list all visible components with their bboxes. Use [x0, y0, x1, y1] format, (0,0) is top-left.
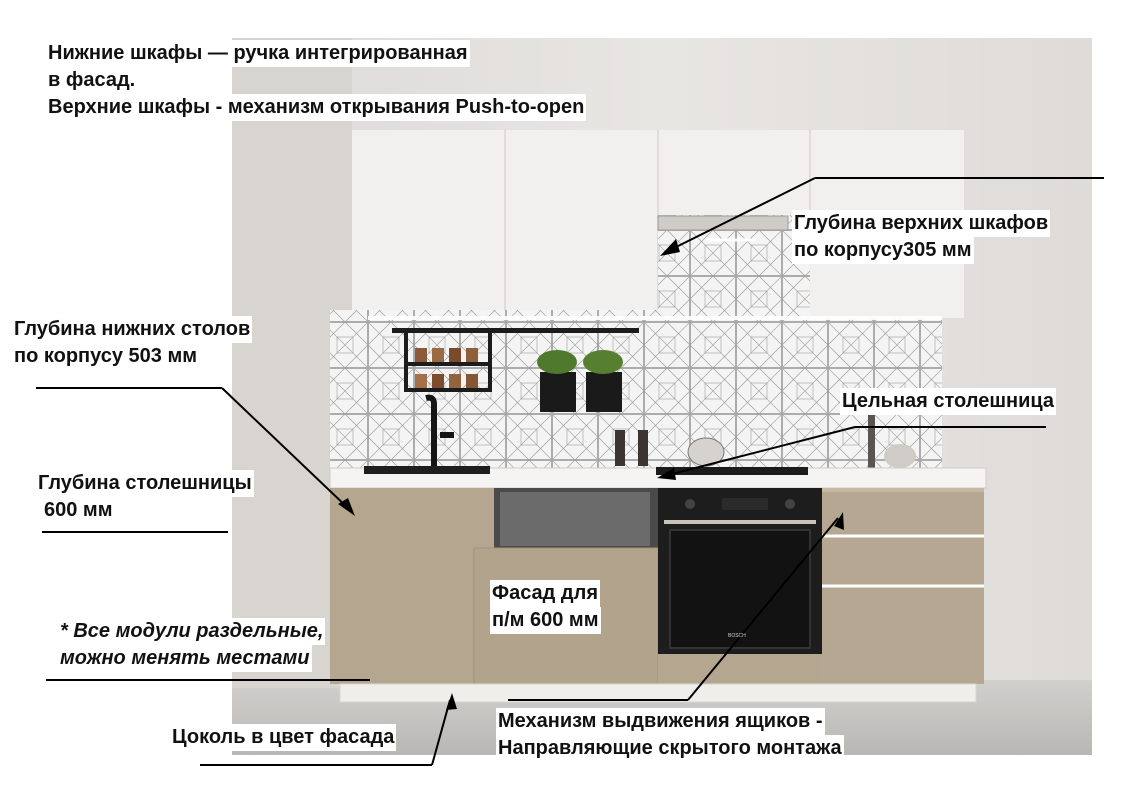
drawer-mechanism-line-1: Механизм выдвижения ящиков - [496, 708, 825, 735]
leader-lines [36, 177, 1104, 766]
handles-line-2: в фасад. [46, 67, 138, 94]
oven-brand-label: BOSCH [728, 633, 746, 639]
upper-depth-line-1: Глубина верхних шкафов [792, 210, 1051, 237]
plinth [339, 683, 977, 703]
sink [364, 466, 490, 474]
dishwasher-facade-annotation: Фасад для п/м 600 мм [490, 580, 601, 634]
lower-cabinets [330, 488, 984, 685]
oven [658, 488, 822, 654]
arrow-heads [338, 239, 844, 710]
drawer-mechanism-line-2: Направляющие скрытого монтажа [496, 735, 844, 762]
lower-depth-line-1: Глубина нижних столов [12, 316, 253, 343]
dishwasher-facade-line-2: п/м 600 мм [490, 607, 601, 634]
drawer-mechanism-annotation: Механизм выдвижения ящиков - Направляющи… [496, 708, 844, 762]
upper-depth-annotation: Глубина верхних шкафов по корпусу305 мм [792, 210, 1051, 264]
hob [656, 467, 808, 475]
lower-depth-line-2: по корпусу 503 мм [12, 343, 200, 370]
upper-depth-line-2: по корпусу305 мм [792, 237, 974, 264]
plinth-line: Цоколь в цвет фасада [170, 724, 397, 751]
worktop-annotation: Цельная столешница [840, 388, 1057, 415]
worktop-depth-line-1: Глубина столешницы [36, 470, 254, 497]
plinth-annotation: Цоколь в цвет фасада [170, 724, 397, 751]
modules-note-annotation: * Все модули раздельные, можно менять ме… [58, 618, 326, 672]
handles-line-1: Нижние шкафы — ручка интегрированная [46, 40, 470, 67]
modules-note-line-2: можно менять местами [58, 645, 312, 672]
faucet [425, 394, 437, 468]
worktop-depth-annotation: Глубина столешницы 600 мм [36, 470, 254, 524]
handles-line-3: Верхние шкафы - механизм открывания Push… [46, 94, 587, 121]
worktop-line: Цельная столешница [840, 388, 1057, 415]
worktop-depth-line-2: 600 мм [42, 497, 115, 524]
modules-note-line-1: * Все модули раздельные, [58, 618, 326, 645]
wall-rail [392, 328, 639, 412]
lower-depth-annotation: Глубина нижних столов по корпусу 503 мм [12, 316, 253, 370]
hood-area [658, 215, 810, 318]
handles-annotation: Нижние шкафы — ручка интегрированная в ф… [46, 40, 587, 121]
dishwasher-facade-line-1: Фасад для [490, 580, 601, 607]
